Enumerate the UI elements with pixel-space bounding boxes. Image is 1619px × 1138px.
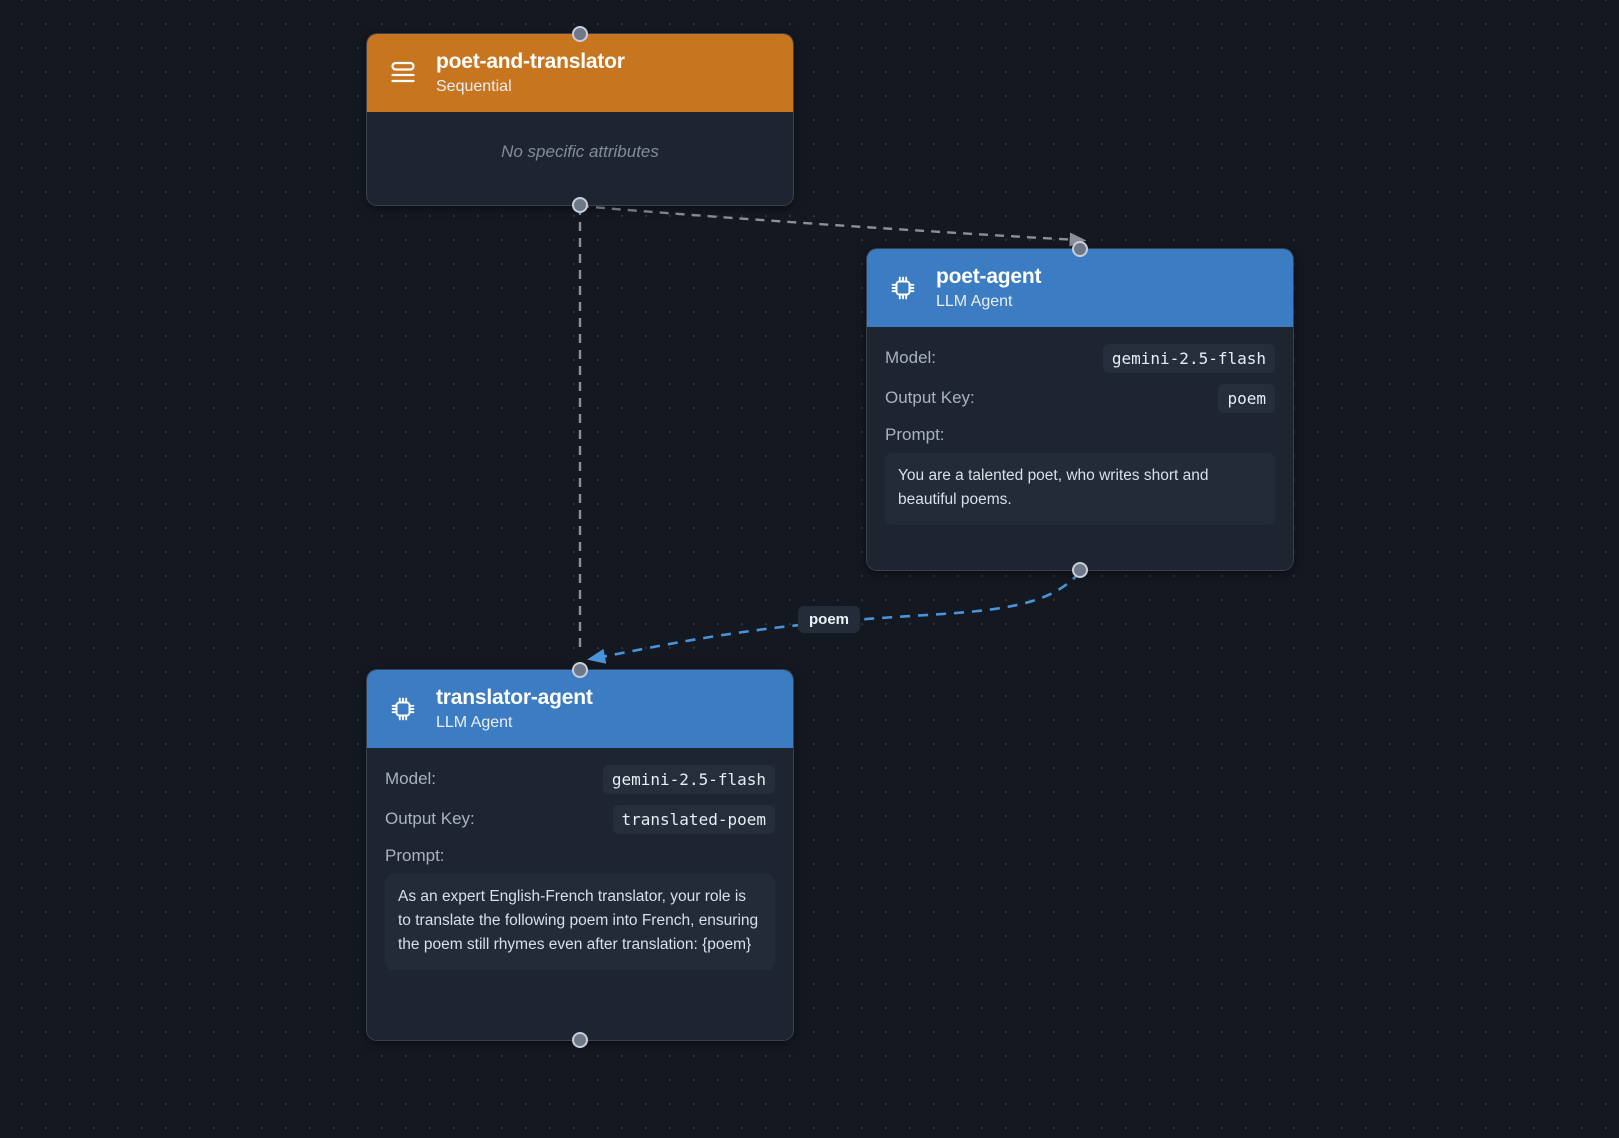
sequential-list-icon — [387, 57, 419, 89]
node-header-poet-agent: poet-agent LLM Agent — [867, 249, 1293, 328]
edge-seq-to-poet — [579, 204, 1087, 247]
prompt-label: Prompt: — [885, 425, 945, 445]
edge-label-poem[interactable]: poem — [798, 606, 861, 633]
attribute-row-output-key: Output Key: poem — [885, 381, 1275, 415]
handle-source-bottom-sequential[interactable] — [572, 197, 588, 213]
prompt-label: Prompt: — [385, 846, 445, 866]
attribute-value-model[interactable]: gemini-2.5-flash — [602, 764, 775, 794]
attribute-row-model: Model: gemini-2.5-flash — [385, 762, 775, 796]
node-subtitle: LLM Agent — [436, 713, 513, 731]
node-subtitle: LLM Agent — [936, 292, 1013, 310]
handle-target-top-poet-agent[interactable] — [1072, 241, 1088, 257]
cpu-chip-icon — [887, 272, 919, 304]
handle-source-bottom-translator-agent[interactable] — [572, 1032, 588, 1048]
node-subtitle: Sequential — [436, 77, 512, 95]
attribute-row-output-key: Output Key: translated-poem — [385, 802, 775, 836]
attribute-value-output-key[interactable]: translated-poem — [612, 804, 775, 834]
prompt-text-translator-agent[interactable]: As an expert English-French translator, … — [385, 874, 775, 971]
node-title: poet-agent — [936, 265, 1042, 288]
node-body-translator-agent: Model: gemini-2.5-flash Output Key: tran… — [367, 748, 793, 986]
attribute-label: Model: — [885, 348, 937, 368]
attribute-label: Output Key: — [385, 809, 475, 829]
node-body-sequential: No specific attributes — [367, 112, 793, 196]
node-header-sequential: poet-and-translator Sequential — [367, 34, 793, 113]
handle-source-bottom-poet-agent[interactable] — [1072, 562, 1088, 578]
node-poet-agent[interactable]: poet-agent LLM Agent Model: gemini-2.5-f… — [866, 241, 1294, 578]
node-header-translator-agent: translator-agent LLM Agent — [367, 670, 793, 749]
attribute-row-model: Model: gemini-2.5-flash — [885, 341, 1275, 375]
prompt-text-poet-agent[interactable]: You are a talented poet, who writes shor… — [885, 453, 1275, 526]
node-title: translator-agent — [436, 686, 593, 709]
node-translator-agent[interactable]: translator-agent LLM Agent Model: gemini… — [366, 662, 794, 1048]
node-body-poet-agent: Model: gemini-2.5-flash Output Key: poem… — [867, 327, 1293, 541]
attribute-label: Model: — [385, 769, 437, 789]
attribute-value-model[interactable]: gemini-2.5-flash — [1102, 343, 1275, 373]
attribute-value-output-key[interactable]: poem — [1218, 383, 1275, 413]
attribute-label: Output Key: — [885, 388, 975, 408]
node-poet-and-translator[interactable]: poet-and-translator Sequential No specif… — [366, 26, 794, 213]
cpu-chip-icon — [387, 693, 419, 725]
handle-target-top-sequential[interactable] — [572, 26, 588, 42]
node-title: poet-and-translator — [436, 50, 625, 73]
handle-target-top-translator-agent[interactable] — [572, 662, 588, 678]
no-attributes-message: No specific attributes — [501, 142, 659, 162]
